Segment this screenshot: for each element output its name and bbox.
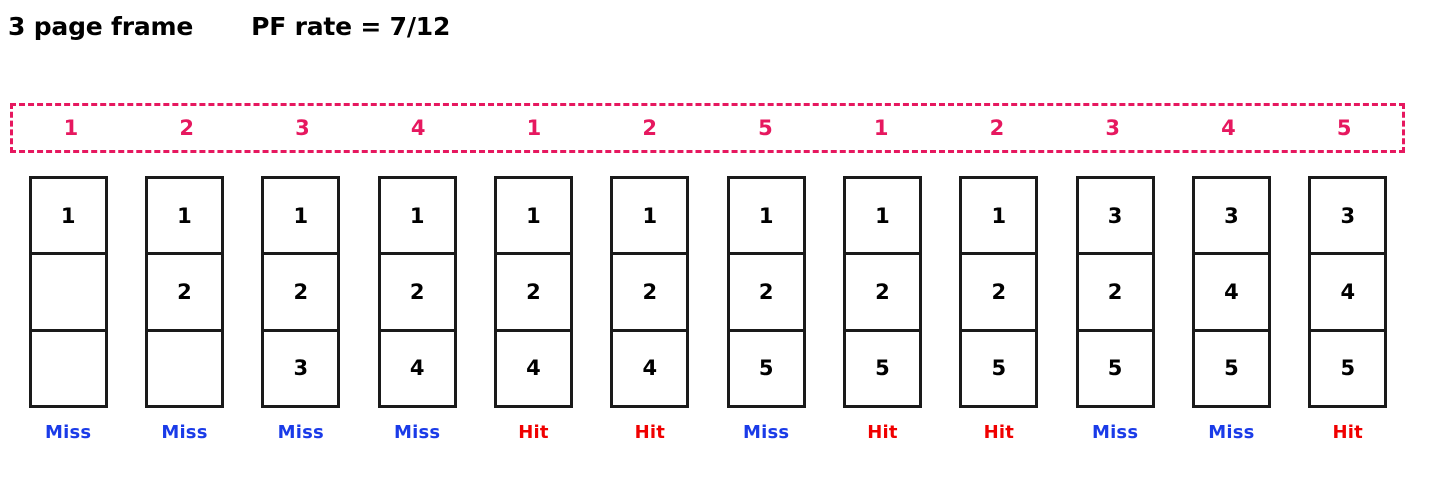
frame-cell: 3 [1078,179,1152,256]
status-label: Hit [867,421,898,443]
page-frame-count-label: 3 page frame [8,12,194,41]
status-label: Hit [518,421,549,443]
frame-cell: 1 [962,179,1036,256]
frame-cell: 2 [729,255,803,332]
reference-string-value: 1 [873,116,889,140]
reference-string-value: 1 [526,116,542,140]
reference-string-value: 3 [1105,116,1120,140]
frame-cell: 3 [293,356,309,381]
frame-stack: 1 [28,176,108,408]
frame-cell: 1 [496,179,570,256]
status-label: Miss [393,421,441,443]
frame-cell: 1 [845,179,919,256]
reference-string-value: 1 [63,116,79,140]
frame-cell: 2 [147,255,221,332]
frame-cell: 2 [264,255,338,332]
frame-cell: 4 [1194,255,1268,332]
pf-rate-label: PF rate = 7/12 [251,12,451,41]
frame-cell: 2 [380,255,454,332]
frame-cell: 2 [962,255,1036,332]
frame-column: 1 [10,176,126,408]
frame-cell: 5 [875,356,890,381]
frame-cell: 2 [496,255,570,332]
frame-cell: 2 [845,255,919,332]
frame-cell: 5 [991,356,1007,381]
status-label: Miss [161,421,208,443]
frame-cell: 3 [1311,179,1385,256]
reference-string-strip: 1 2 3 4 1 2 5 1 2 3 4 5 [10,103,1405,153]
frame-cell: 5 [758,356,774,381]
status-label: Miss [1208,421,1255,443]
frame-cell: 4 [526,356,541,381]
reference-string-value: 5 [1336,116,1352,140]
frame-cell: 1 [729,179,803,256]
reference-string-value: 2 [989,116,1005,140]
status-label: Miss [1091,421,1139,443]
frame-cell: 1 [264,179,338,256]
frame-cell: 1 [31,179,105,256]
frame-cell: 3 [1194,179,1268,256]
frame-cell: 2 [1078,255,1152,332]
frame-cell: 4 [642,356,658,381]
status-label: Miss [277,421,324,443]
frame-cell [32,332,105,405]
reference-string-value: 5 [758,116,773,140]
status-label: Miss [742,421,790,443]
frame-cell: 5 [1224,356,1239,381]
reference-string-value: 4 [1221,116,1236,140]
frame-cell: 5 [1107,356,1123,381]
frame-cell [31,255,105,332]
frame-cell: 4 [1311,255,1385,332]
frame-cell [148,332,221,405]
status-label: Hit [634,421,666,443]
reference-string-value: 3 [295,116,310,140]
diagram-header: 3 page frame PF rate = 7/12 [8,12,450,41]
reference-string-value: 2 [179,116,194,140]
frame-cell: 2 [613,255,687,332]
reference-string-value: 2 [642,116,657,140]
frame-cell: 1 [613,179,687,256]
frame-cell: 1 [380,179,454,256]
reference-string-value: 4 [410,116,426,140]
status-row: Miss Miss Miss Miss Hit Hit Miss Hit Hit Miss Miss… [10,419,1406,445]
status-label: Miss [45,421,92,443]
frame-cell: 1 [147,179,221,256]
status-label: Hit [1332,421,1363,443]
frame-cell: 4 [409,356,425,381]
status-label: Hit [983,421,1015,443]
frame-cell: 5 [1340,356,1356,381]
